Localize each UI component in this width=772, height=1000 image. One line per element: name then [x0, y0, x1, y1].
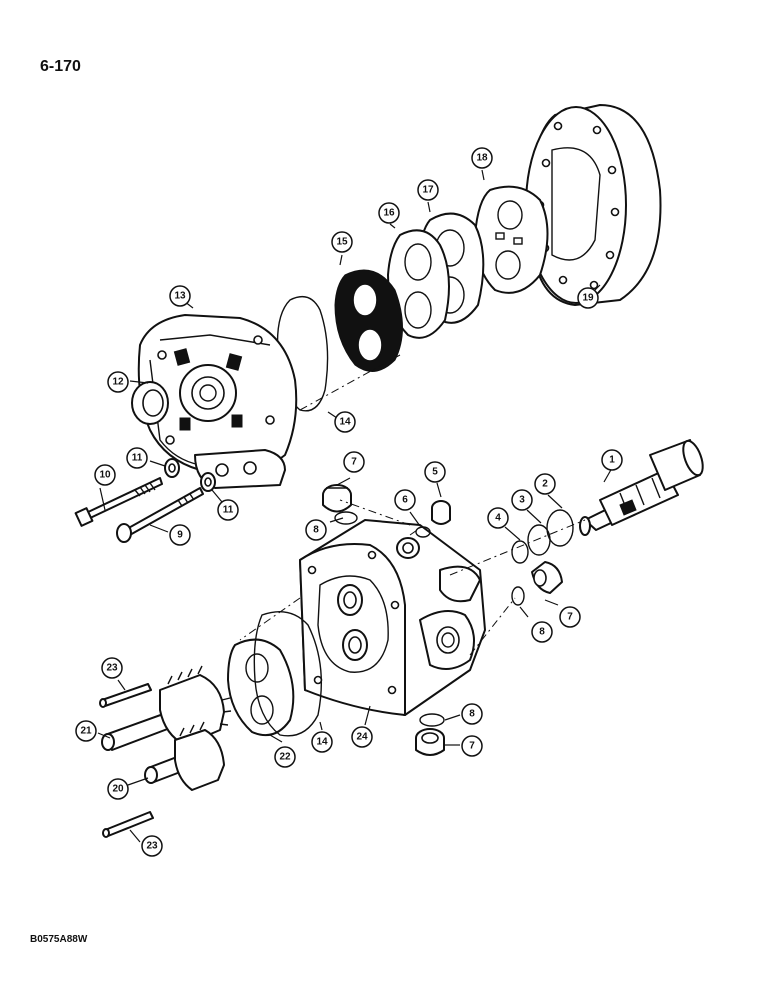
svg-text:11: 11 — [223, 505, 234, 516]
callout-10: 10 — [94, 464, 116, 486]
svg-text:14: 14 — [339, 417, 351, 428]
callout-9: 9 — [169, 524, 191, 546]
svg-text:6: 6 — [402, 495, 408, 506]
relief-valve-1 — [579, 439, 704, 536]
plug-5 — [431, 500, 451, 525]
svg-text:7: 7 — [567, 612, 573, 623]
o-ring-8-top — [334, 511, 358, 525]
oil-seal-12 — [131, 381, 169, 425]
svg-text:16: 16 — [383, 208, 395, 219]
svg-text:7: 7 — [469, 741, 475, 752]
callout-6: 6 — [394, 489, 416, 511]
svg-text:15: 15 — [336, 237, 348, 248]
callout-5: 5 — [424, 461, 446, 483]
callout-7-top: 7 — [343, 451, 365, 473]
callout-23-lower: 23 — [141, 835, 163, 857]
wear-plate-22 — [227, 638, 295, 736]
svg-text:21: 21 — [80, 726, 92, 737]
svg-text:11: 11 — [132, 453, 143, 464]
svg-text:7: 7 — [351, 457, 357, 468]
callout-12: 12 — [107, 371, 129, 393]
svg-text:5: 5 — [432, 467, 438, 478]
washers-11 — [164, 458, 216, 492]
o-ring-6 — [415, 526, 431, 538]
svg-text:3: 3 — [519, 495, 525, 506]
callout-23-upper: 23 — [101, 657, 123, 679]
callout-11-right: 11 — [217, 499, 239, 521]
callout-16: 16 — [378, 202, 400, 224]
o-ring-8-bottom — [419, 713, 445, 727]
callout-18: 18 — [471, 147, 493, 169]
thrust-plate-18 — [474, 185, 549, 294]
callout-20: 20 — [107, 778, 129, 800]
svg-text:20: 20 — [112, 784, 124, 795]
svg-text:24: 24 — [356, 732, 368, 743]
diamond-seal-15 — [334, 269, 403, 372]
dowel-pins-23 — [99, 683, 154, 838]
svg-text:8: 8 — [313, 525, 319, 536]
callout-2: 2 — [534, 473, 556, 495]
svg-text:19: 19 — [582, 293, 594, 304]
callout-8-bottom: 8 — [461, 703, 483, 725]
callout-7-bottom: 7 — [461, 735, 483, 757]
assembly-center-lines — [239, 354, 586, 656]
callout-7-right: 7 — [559, 606, 581, 628]
plug-7-bottom — [415, 728, 445, 756]
svg-text:13: 13 — [174, 291, 186, 302]
svg-text:22: 22 — [279, 752, 291, 763]
svg-text:2: 2 — [542, 479, 548, 490]
svg-text:1: 1 — [609, 455, 615, 466]
callout-8-top: 8 — [305, 519, 327, 541]
callout-3: 3 — [511, 489, 533, 511]
callout-4: 4 — [487, 507, 509, 529]
page-number: 6-170 — [40, 58, 81, 75]
o-ring-14-lower — [253, 611, 322, 737]
svg-text:14: 14 — [316, 737, 328, 748]
drawing-code: B0575A88W — [30, 934, 88, 945]
plug-7-right — [531, 561, 563, 594]
svg-text:8: 8 — [539, 627, 545, 638]
callout-11-left: 11 — [126, 447, 148, 469]
callout-13: 13 — [169, 285, 191, 307]
callout-19: 19 — [577, 287, 599, 309]
driven-gear-20 — [144, 721, 225, 791]
o-ring-8-right — [511, 586, 525, 606]
svg-text:23: 23 — [146, 841, 158, 852]
cap-screw-9 — [116, 487, 204, 543]
callout-21: 21 — [75, 720, 97, 742]
callout-22: 22 — [274, 746, 296, 768]
svg-text:8: 8 — [469, 709, 475, 720]
svg-text:18: 18 — [476, 153, 488, 164]
svg-text:10: 10 — [99, 470, 111, 481]
svg-text:17: 17 — [422, 185, 434, 196]
callout-24: 24 — [351, 726, 373, 748]
svg-text:9: 9 — [177, 530, 183, 541]
callout-17: 17 — [417, 179, 439, 201]
svg-text:4: 4 — [495, 513, 501, 524]
rear-housing-19 — [525, 104, 662, 306]
svg-text:12: 12 — [112, 377, 124, 388]
callout-1: 1 — [601, 449, 623, 471]
plug-7-top — [322, 484, 352, 513]
svg-text:23: 23 — [106, 663, 118, 674]
pump-body-24 — [299, 519, 486, 716]
gasket-16 — [387, 229, 450, 339]
callout-15: 15 — [331, 231, 353, 253]
valve-o-rings — [511, 509, 574, 564]
callout-14-upper: 14 — [334, 411, 356, 433]
callout-8-right: 8 — [531, 621, 553, 643]
drive-gear-21 — [101, 665, 232, 751]
callout-14-lower: 14 — [311, 731, 333, 753]
